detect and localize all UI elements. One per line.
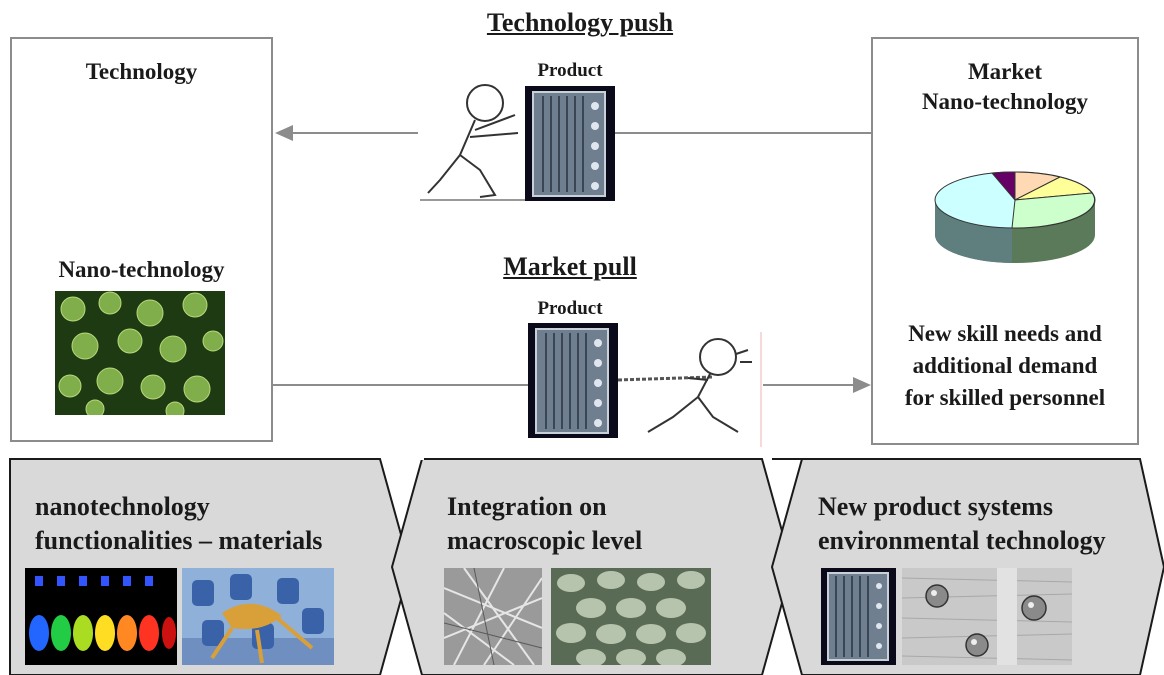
pull-product-image <box>528 323 618 438</box>
nanostructure-image <box>182 568 334 665</box>
pull-arrowhead <box>853 377 871 393</box>
market-nanotechnology-title: Nano-technology <box>921 89 1089 114</box>
module-product-image <box>821 568 896 665</box>
push-arrowhead <box>275 125 293 141</box>
skill-needs-line-2: additional demand <box>912 353 1098 378</box>
skill-needs-line-3: for skilled personnel <box>904 385 1106 410</box>
stage-2-line-2: macroscopic level <box>447 526 643 555</box>
flow-arrows <box>273 125 871 393</box>
market-pie-chart <box>934 171 1096 263</box>
stage-2-line-1: Integration on <box>447 492 607 521</box>
pushing-person-icon <box>420 75 525 205</box>
technology-title: Technology <box>85 59 198 84</box>
quantum-dots-image <box>25 568 177 665</box>
stage-1-line-2: functionalities – materials <box>35 526 323 555</box>
pulling-person-icon <box>618 332 763 447</box>
market-pull-heading: Market pull <box>503 252 637 281</box>
push-product-image <box>525 86 615 201</box>
nano-crystals-image <box>55 291 225 415</box>
fibers-sem-image <box>444 568 542 665</box>
pull-product-label: Product <box>537 298 603 319</box>
stage-3-line-2: environmental technology <box>818 526 1106 555</box>
water-droplets-image <box>902 568 1072 665</box>
technology-box: Technology Nano-technology <box>10 37 273 442</box>
surface-sem-image <box>551 568 711 665</box>
push-product-label: Product <box>537 60 603 81</box>
skill-needs-line-1: New skill needs and <box>908 321 1102 346</box>
stage-1-line-1: nanotechnology <box>35 492 210 521</box>
market-title: Market <box>967 59 1043 84</box>
technology-push-heading: Technology push <box>486 8 674 37</box>
stage-3-line-1: New product systems <box>818 492 1053 521</box>
nanotechnology-label: Nano-technology <box>58 257 225 282</box>
